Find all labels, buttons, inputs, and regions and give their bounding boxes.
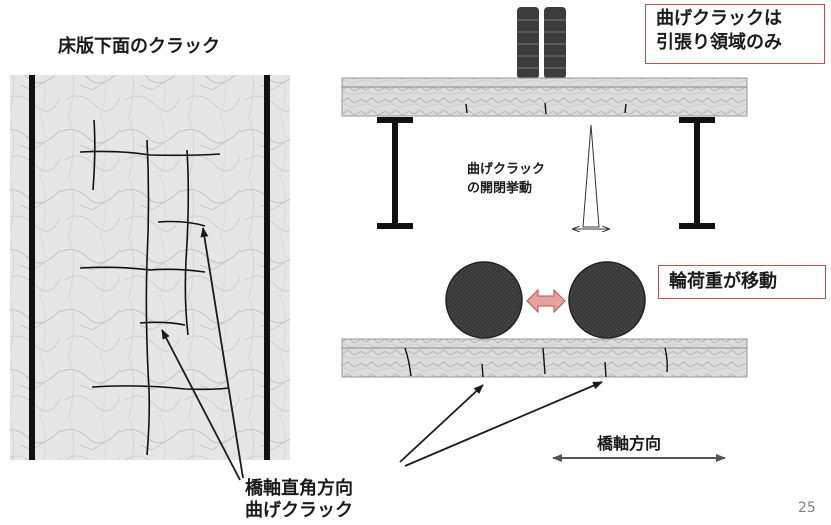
- load-moves-callout: 輪荷重が移動: [658, 265, 826, 299]
- slab-bottom-panel: [10, 75, 290, 460]
- crack-opening-wedge: [582, 124, 600, 228]
- move-arrow-icon: [526, 288, 566, 314]
- wheel-right-icon: [568, 261, 646, 339]
- steel-girder-left: [377, 117, 413, 229]
- deck-cracks-upper: [465, 102, 627, 115]
- lower-section: [341, 261, 748, 462]
- page-number: 25: [798, 500, 816, 516]
- tension-only-callout: 曲げクラックは 引張り領域のみ: [645, 4, 825, 64]
- upper-section: [341, 7, 748, 229]
- crack-pattern: [79, 119, 229, 456]
- transverse-crack-label: 橋軸直角方向 曲げクラック: [245, 478, 353, 521]
- wheel-left-icon: [445, 261, 523, 339]
- girder-line-left: [29, 75, 35, 460]
- deck-cracks-lower: [404, 347, 668, 378]
- steel-girder-right: [679, 117, 715, 229]
- deck-slab-upper: [341, 77, 748, 117]
- slab-bottom-title: 床版下面のクラック: [58, 36, 220, 57]
- slab-bottom-surface: [10, 75, 290, 460]
- bridge-axis-label: 橋軸方向: [597, 434, 662, 453]
- crack-motion-label: 曲げクラック の開閉挙動: [467, 162, 546, 196]
- leader-arrows: [161, 227, 603, 481]
- girder-line-right: [264, 75, 270, 460]
- tire-icon: [517, 7, 566, 79]
